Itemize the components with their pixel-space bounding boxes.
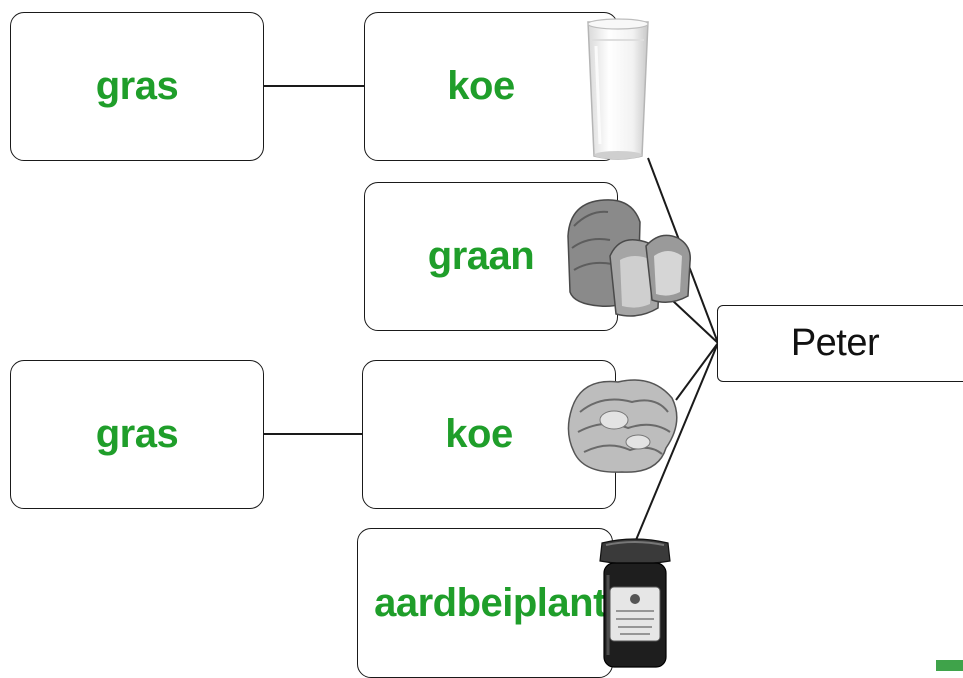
edge-graan-peter — [671, 299, 719, 344]
glass-of-milk-icon — [587, 18, 649, 160]
edge-koe-2-peter — [675, 342, 719, 401]
node-label: Peter — [790, 322, 880, 364]
corner-accent — [936, 660, 963, 671]
bread-loaf-icon — [567, 199, 691, 317]
node-koe-1: koe — [364, 12, 618, 161]
node-label: gras — [95, 64, 179, 108]
node-gras-1: gras — [10, 12, 264, 161]
node-label: koe — [447, 64, 515, 108]
node-label: graan — [427, 234, 535, 278]
edge-aardbeiplant-peter — [635, 342, 719, 541]
sliced-meat-icon — [567, 379, 678, 473]
node-gras-2: gras — [10, 360, 264, 509]
jam-jar-icon — [599, 538, 671, 668]
node-aardbeiplant: aardbeiplant — [357, 528, 613, 678]
node-peter: Peter — [717, 305, 963, 382]
node-label: koe — [445, 412, 513, 456]
node-label: gras — [95, 412, 179, 456]
node-label: aardbeiplant — [374, 580, 606, 625]
